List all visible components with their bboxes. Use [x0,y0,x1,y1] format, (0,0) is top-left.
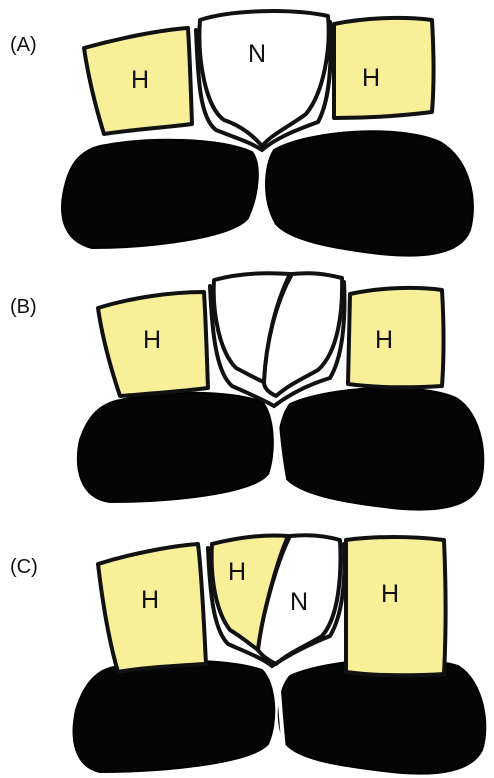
panel-c-drawing [0,526,494,778]
support-cell-right [279,388,484,510]
hair-cell-right [348,288,444,387]
cell-label-center: N [290,588,308,617]
cell-label-hair-right: H [381,580,399,609]
panel-a: (A) H N H [0,0,494,260]
panel-label: (A) [10,34,37,57]
cell-label-hair-left: H [131,66,149,95]
cell-label-center: N [248,40,266,69]
support-cell-right [266,131,473,255]
panel-c: (C) H H N H [0,526,494,778]
panel-label: (B) [10,296,37,319]
cell-label-hair-left: H [141,586,159,615]
panel-b: (B) H H [0,262,494,524]
panel-b-drawing [0,262,494,524]
support-cell-left [62,140,258,248]
panel-label: (C) [10,556,38,579]
hair-cell-right [334,18,434,118]
support-cell-left [78,393,273,502]
panel-a-drawing [0,0,494,260]
cell-label-hair-right: H [375,326,393,355]
cell-label-hair-left: H [143,326,161,355]
support-cell-left [74,661,275,772]
cell-label-hair-right: H [362,64,380,93]
cell-label-hair-middle: H [228,558,246,587]
